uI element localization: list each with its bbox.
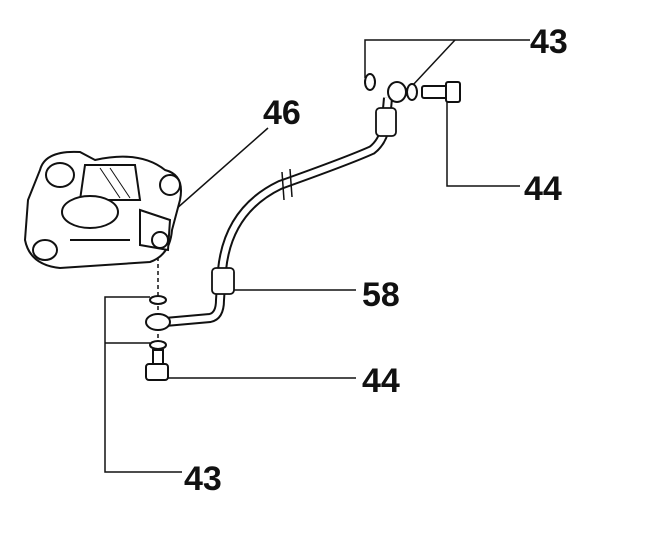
leader-43-top [364, 39, 530, 87]
callout-44-bottom: 44 [362, 362, 400, 400]
leader-43-bottom [104, 296, 182, 473]
callout-58: 58 [362, 276, 400, 314]
brake-caliper [23, 150, 182, 270]
callout-44-top: 44 [524, 170, 562, 208]
callout-43-top: 43 [530, 23, 568, 61]
washers-bolts [145, 73, 461, 381]
leader-44-top [446, 102, 520, 187]
brake-hose [145, 81, 407, 331]
callout-46: 46 [263, 94, 301, 132]
callout-43-bottom: 43 [184, 460, 222, 498]
